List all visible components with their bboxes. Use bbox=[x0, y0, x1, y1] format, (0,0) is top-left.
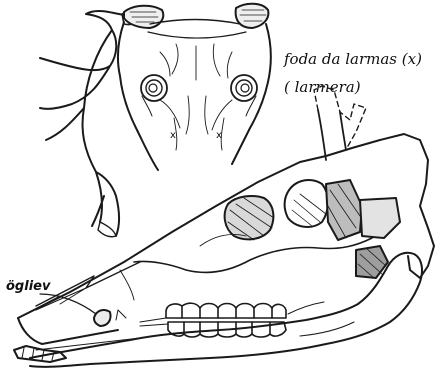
label-tear-pit-alt: ( larmera) bbox=[284, 78, 361, 96]
cranium-outline bbox=[118, 22, 271, 170]
antler bbox=[40, 11, 128, 236]
label-tear-pit: foda da larmas (x) bbox=[283, 50, 422, 68]
orbit-side bbox=[285, 180, 328, 227]
upper-canine bbox=[94, 310, 111, 326]
eye-orbit-left bbox=[141, 75, 167, 116]
preorbital-fossa bbox=[225, 196, 274, 239]
upper-molars bbox=[166, 303, 286, 318]
eye-orbit-right bbox=[231, 75, 257, 116]
incisors bbox=[14, 346, 66, 362]
pit-mark-left: x bbox=[170, 130, 176, 141]
skull-side-view bbox=[14, 86, 434, 367]
pit-mark-right: x bbox=[216, 130, 222, 141]
label-eye-tooth: ögliev bbox=[6, 279, 51, 294]
